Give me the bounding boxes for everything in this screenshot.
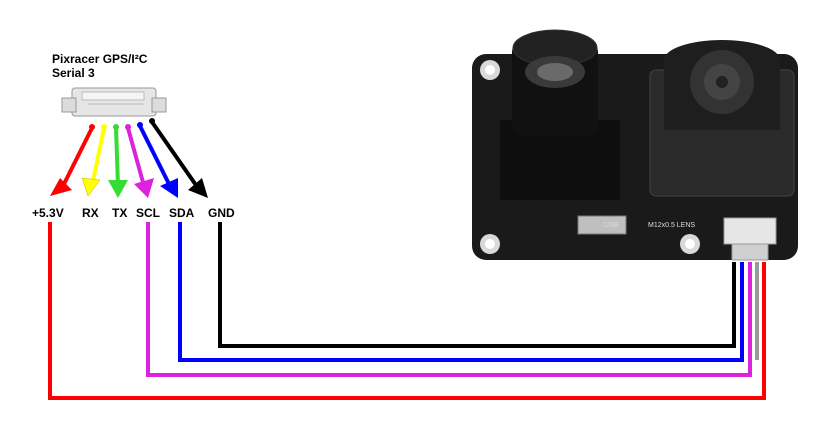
board-usb-label: USB: [604, 222, 619, 229]
pin-label-rx: RX: [82, 206, 99, 220]
pin-label-tx: TX: [112, 206, 128, 220]
pin-label-scl: SCL: [136, 206, 160, 220]
routing-wires: [48, 222, 766, 400]
connector-subtitle: Serial 3: [52, 66, 95, 80]
pin-arrows: [50, 118, 208, 198]
board-lens-label: M12x0.5 LENS: [648, 222, 696, 229]
wire-scl: [146, 222, 752, 377]
pin-label-sda: SDA: [169, 206, 195, 220]
arrow-v53-icon: [50, 178, 72, 196]
pin-label-gnd: GND: [208, 206, 235, 220]
jst-connector: [61, 87, 167, 117]
wire-v53: [48, 222, 766, 400]
arrow-scl-icon: [134, 178, 154, 198]
arrow-sda-icon: [160, 178, 178, 198]
flow-sensor-board: [472, 29, 798, 261]
wire-sda: [178, 222, 744, 362]
connector-title: Pixracer GPS/I²C: [52, 52, 148, 66]
arrow-gnd-icon: [188, 178, 208, 198]
arrow-tx-icon: [108, 180, 128, 198]
arrow-rx-icon: [81, 177, 101, 197]
pin-label-v53: +5.3V: [32, 206, 64, 220]
wire-gnd: [218, 222, 736, 348]
